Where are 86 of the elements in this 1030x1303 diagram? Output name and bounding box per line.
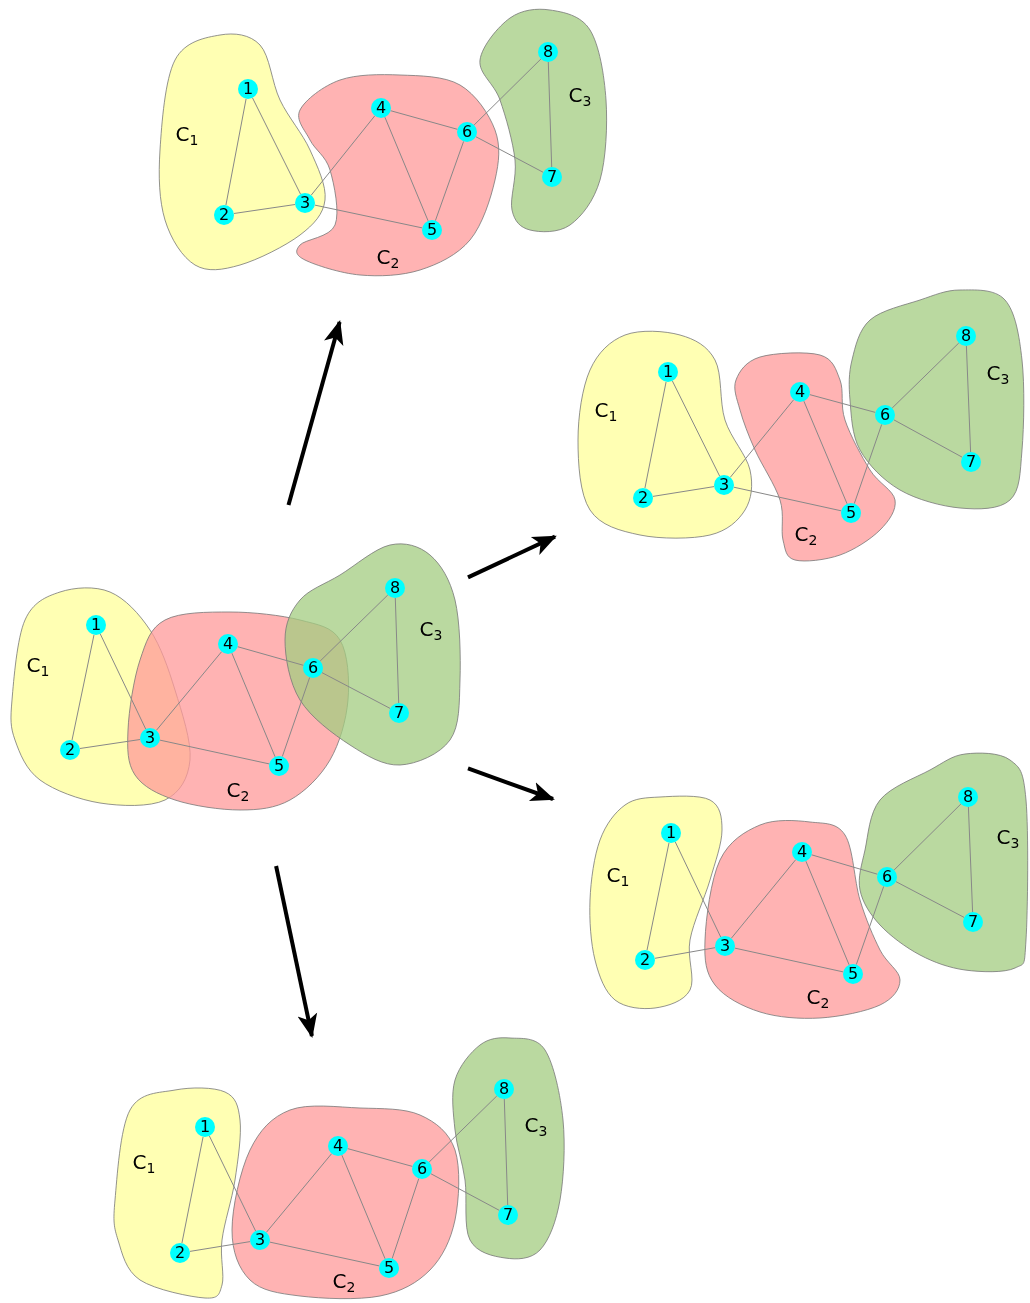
edge-line: [237, 646, 304, 666]
community-label: C$_{3}$: [419, 618, 443, 645]
community-region: [733, 352, 898, 563]
edge-line: [181, 1136, 204, 1244]
edge-line: [321, 672, 391, 709]
edge-line: [384, 116, 429, 222]
community-label: C$_{1}$: [594, 399, 618, 426]
edge-line: [159, 739, 270, 765]
edge-line: [503, 1098, 509, 1206]
edge-line: [394, 597, 400, 704]
edge-line: [319, 594, 389, 662]
edge-line: [674, 841, 722, 938]
network-drawing: [112, 1036, 568, 1302]
edge-line: [895, 881, 965, 918]
edge-line: [646, 842, 670, 951]
edge-line: [805, 860, 850, 966]
edge-line: [729, 399, 795, 478]
community-label: C$_{2}$: [806, 986, 830, 1013]
community-region: [857, 751, 1029, 973]
edge-line: [281, 676, 311, 758]
edge-line: [430, 1173, 500, 1211]
edge-line: [79, 739, 141, 749]
community-label: C$_{2}$: [376, 246, 400, 273]
edge-line: [965, 345, 972, 453]
edge-line: [811, 854, 878, 875]
edge-line: [155, 651, 223, 731]
arrow: [467, 534, 557, 580]
edge-line: [855, 885, 885, 966]
community-region: [702, 819, 903, 1021]
edge-line: [967, 806, 974, 913]
community-label: C$_{1}$: [132, 1151, 156, 1178]
community-region: [229, 1105, 458, 1299]
edge-line: [730, 859, 797, 939]
edge-line: [734, 947, 844, 973]
community-label: C$_{3}$: [996, 826, 1020, 853]
edge-line: [391, 1178, 420, 1259]
community-label: C$_{2}$: [332, 1270, 356, 1297]
edge-line: [314, 204, 423, 229]
edge-line: [208, 1135, 257, 1232]
arrow: [467, 766, 555, 801]
edge-line: [652, 486, 715, 497]
edge-line: [893, 803, 962, 871]
edge-line: [310, 115, 376, 196]
edge-line: [99, 633, 147, 730]
edge-line: [473, 58, 542, 126]
edge-line: [803, 400, 848, 505]
edge-line: [390, 110, 458, 130]
edge-line: [225, 98, 247, 206]
community-region: [112, 1087, 243, 1301]
edge-line: [434, 140, 465, 222]
community-label: C$_{1}$: [26, 654, 50, 681]
edge-line: [252, 97, 301, 195]
edge-line: [269, 1241, 380, 1267]
community-region: [297, 72, 498, 278]
edge-line: [733, 486, 842, 512]
community-label: C$_{3}$: [568, 84, 592, 111]
edge-line: [231, 652, 276, 758]
community-region: [157, 32, 328, 268]
edge-line: [893, 419, 963, 458]
community-label: C$_{1}$: [175, 123, 199, 150]
edge-line: [671, 380, 721, 477]
community-label: C$_{3}$: [524, 1114, 548, 1141]
community-label: C$_{2}$: [794, 523, 818, 550]
community-label: C$_{2}$: [226, 779, 250, 806]
community-region: [477, 7, 609, 233]
edge-line: [644, 381, 667, 489]
edge-line: [547, 61, 553, 168]
arrow: [274, 865, 318, 1038]
community-label: C$_{3}$: [986, 362, 1010, 389]
edge-line: [347, 1148, 413, 1167]
edge-line: [71, 634, 95, 741]
edge-line: [341, 1154, 386, 1260]
arrow: [286, 320, 344, 506]
edge-line: [853, 423, 883, 505]
community-region: [452, 1035, 566, 1261]
edge-line: [428, 1095, 498, 1163]
edge-line: [654, 947, 716, 959]
edge-line: [233, 204, 296, 214]
edge-line: [189, 1241, 251, 1252]
edge-line: [265, 1153, 333, 1233]
edge-line: [891, 342, 960, 409]
community-region: [282, 542, 463, 768]
community-region: [575, 332, 753, 538]
edge-line: [809, 394, 876, 413]
edge-line: [475, 136, 544, 173]
community-label: C$_{1}$: [606, 864, 630, 891]
